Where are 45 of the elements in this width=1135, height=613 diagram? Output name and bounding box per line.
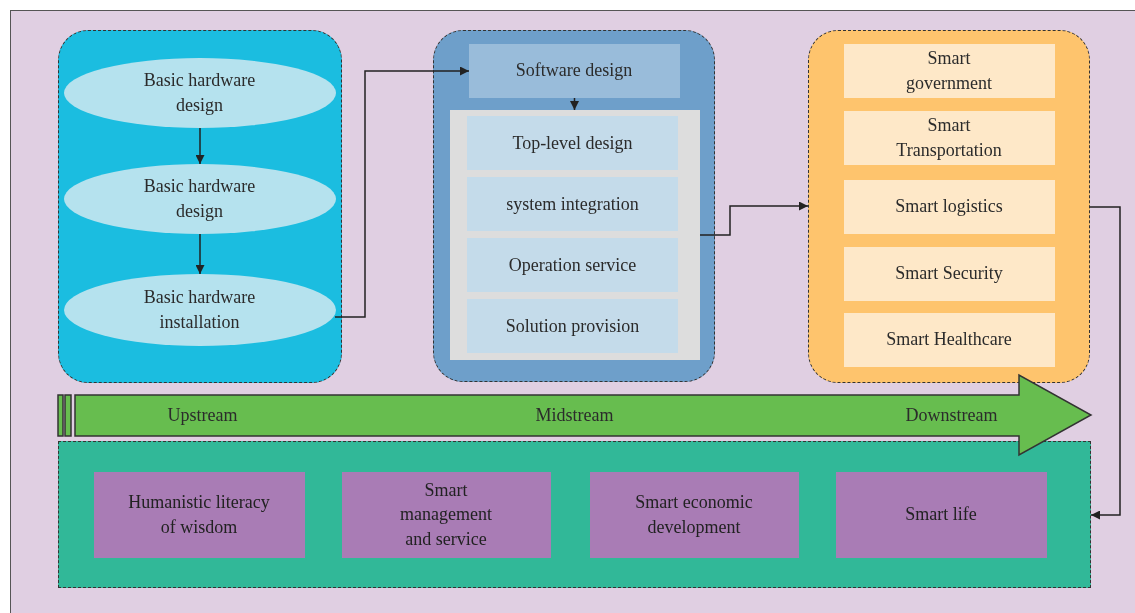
arrow bbox=[195, 233, 205, 275]
box-label: Smart Transportation bbox=[895, 114, 1003, 162]
process-box bbox=[843, 312, 1055, 367]
process-box bbox=[843, 246, 1055, 301]
process-box bbox=[93, 471, 305, 558]
process-box bbox=[843, 43, 1055, 98]
group-container bbox=[808, 30, 1090, 383]
box-label: Software design bbox=[515, 59, 633, 83]
process-box bbox=[589, 471, 799, 558]
box-label: Basic hardware installation bbox=[142, 286, 257, 334]
box-label: Smart management and service bbox=[399, 479, 493, 551]
process-box bbox=[843, 179, 1055, 234]
box-label: Smart economic development bbox=[634, 491, 754, 539]
panel-background bbox=[449, 109, 700, 360]
process-box bbox=[468, 43, 680, 98]
box-label: Smart government bbox=[905, 47, 993, 95]
box-label: Operation service bbox=[508, 253, 637, 277]
arrow bbox=[570, 97, 579, 111]
group-container bbox=[433, 30, 715, 382]
stream-label: Downstream bbox=[904, 404, 999, 427]
box-label: Basic hardware design bbox=[142, 69, 257, 117]
stream-label: Midstream bbox=[534, 404, 615, 427]
process-box bbox=[843, 110, 1055, 165]
process-box bbox=[835, 471, 1047, 558]
process-box bbox=[467, 238, 678, 292]
box-label: Smart Healthcare bbox=[886, 328, 1012, 352]
box-label: system integration bbox=[506, 192, 639, 216]
arrow bbox=[334, 66, 470, 318]
process-box bbox=[341, 471, 551, 558]
box-label: Basic hardware design bbox=[142, 175, 257, 223]
process-box bbox=[467, 116, 678, 170]
process-box bbox=[467, 177, 678, 231]
box-label: Smart life bbox=[905, 503, 977, 527]
box-label: Humanistic literacy of wisdom bbox=[127, 491, 271, 539]
group-container bbox=[58, 441, 1091, 588]
box-label: Solution provision bbox=[505, 314, 640, 338]
box-label: Top-level design bbox=[512, 131, 633, 155]
arrow bbox=[1089, 206, 1121, 520]
stream-label: Upstream bbox=[166, 404, 239, 427]
box-label: Smart Security bbox=[895, 262, 1003, 286]
process-box bbox=[467, 299, 678, 353]
group-container bbox=[58, 30, 342, 383]
arrow bbox=[699, 201, 809, 236]
box-label: Smart logistics bbox=[895, 195, 1003, 219]
arrow bbox=[195, 127, 205, 165]
